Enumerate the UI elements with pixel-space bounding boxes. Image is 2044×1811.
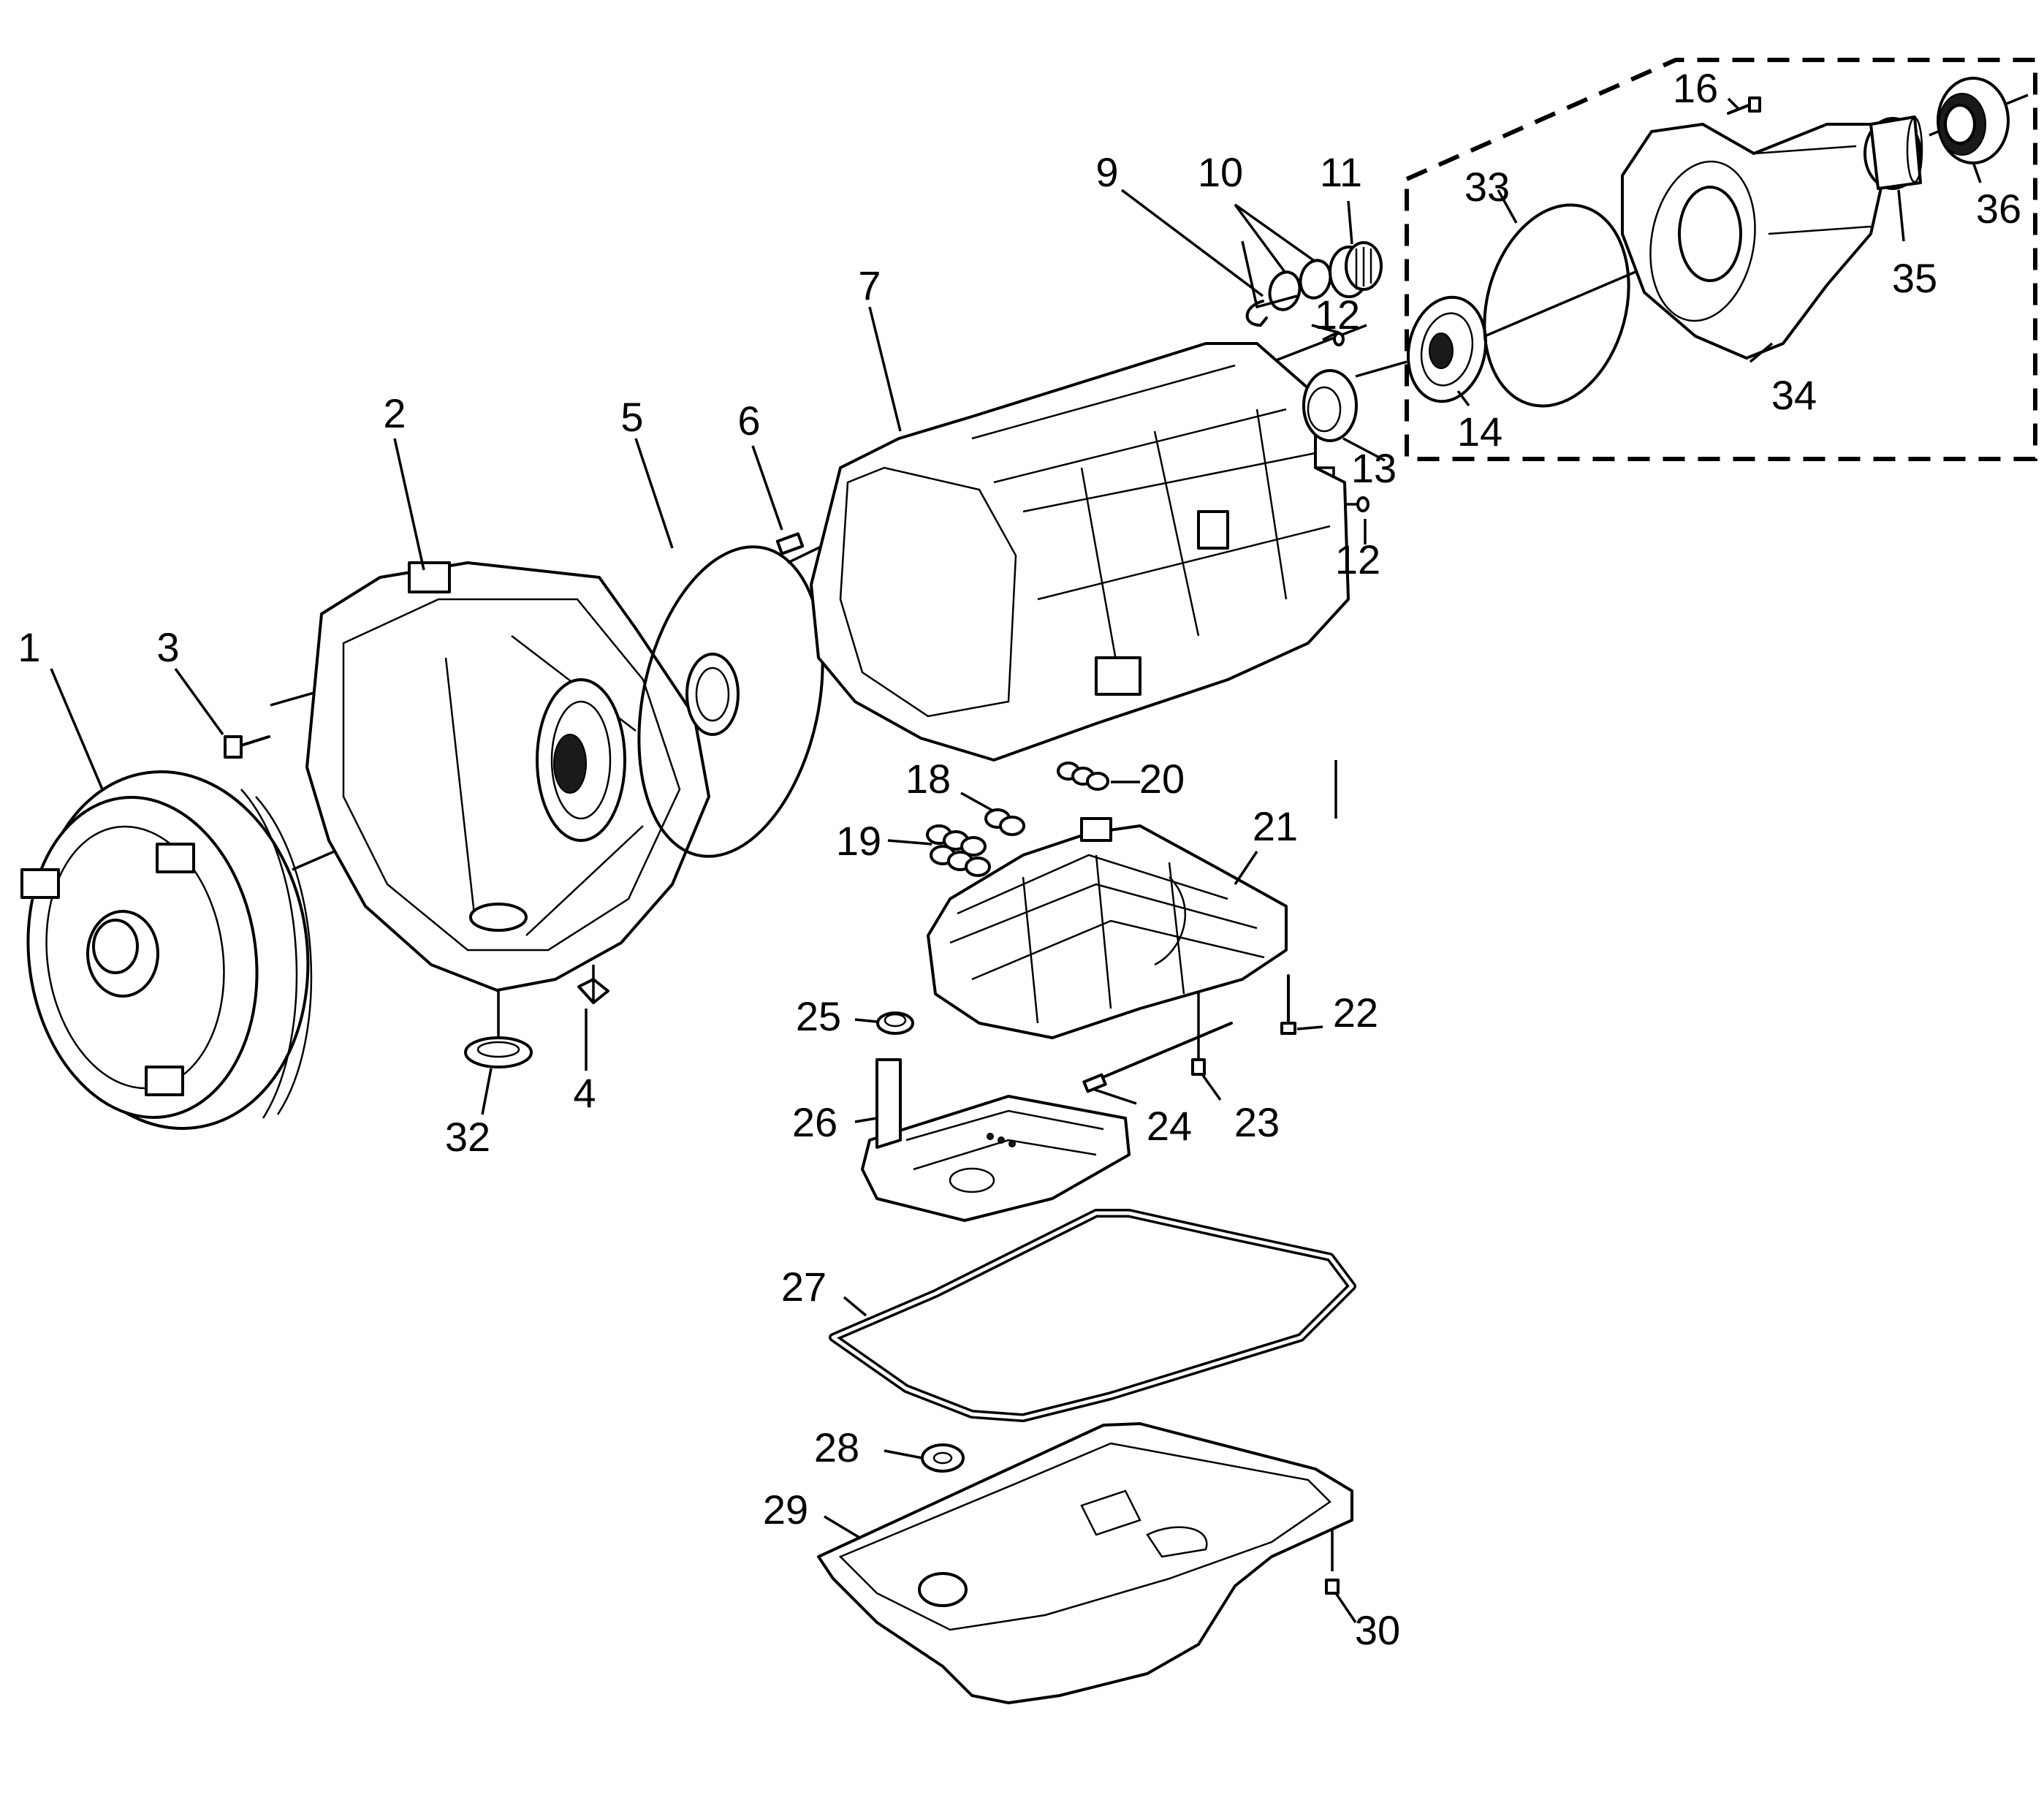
oil-filter bbox=[861, 1058, 1131, 1222]
callout-4: 4 bbox=[573, 1070, 596, 1116]
callout-30: 30 bbox=[1355, 1607, 1400, 1653]
callout-20: 20 bbox=[1139, 756, 1185, 802]
filter-seal bbox=[876, 1011, 914, 1035]
clip bbox=[577, 978, 609, 1004]
extension-housing bbox=[1621, 123, 1887, 360]
seal-group-19 bbox=[926, 824, 991, 877]
callout-36: 36 bbox=[1976, 186, 2021, 232]
housing-bolt bbox=[224, 735, 270, 759]
rear-seal bbox=[1937, 77, 2010, 164]
callout-labels: 1 2 3 4 5 6 7 9 10 11 12 12 13 14 16 18 … bbox=[18, 65, 2021, 1653]
pan-gasket bbox=[829, 1209, 1356, 1422]
plug-lower bbox=[1356, 496, 1369, 512]
callout-11: 11 bbox=[1320, 149, 1362, 195]
callout-6: 6 bbox=[737, 398, 760, 444]
seal-rings bbox=[1268, 259, 1332, 311]
callout-34: 34 bbox=[1771, 372, 1817, 418]
callout-16: 16 bbox=[1673, 65, 1718, 111]
housing-seal-ring bbox=[637, 545, 824, 858]
callout-27: 27 bbox=[781, 1264, 827, 1310]
oil-pan bbox=[817, 1422, 1353, 1704]
callout-19: 19 bbox=[836, 818, 881, 864]
leader-lines bbox=[50, 97, 1982, 1623]
callout-25: 25 bbox=[796, 993, 841, 1039]
callout-21: 21 bbox=[1253, 803, 1298, 849]
callout-7: 7 bbox=[858, 262, 881, 308]
callout-2: 2 bbox=[383, 390, 406, 436]
callout-33: 33 bbox=[1464, 164, 1510, 210]
snap-ring bbox=[1245, 300, 1268, 327]
seal-group-18 bbox=[984, 808, 1025, 836]
seal-group-20 bbox=[1057, 762, 1109, 791]
plug-upper bbox=[1333, 332, 1345, 346]
callout-9: 9 bbox=[1095, 149, 1118, 195]
callout-12-lower: 12 bbox=[1335, 536, 1380, 582]
transmission-case bbox=[810, 342, 1350, 762]
extension-bushing bbox=[1863, 115, 1923, 190]
callout-26: 26 bbox=[792, 1099, 837, 1145]
callout-5: 5 bbox=[620, 394, 643, 440]
valve-body bbox=[927, 817, 1288, 1039]
callout-24: 24 bbox=[1147, 1103, 1192, 1149]
output-sleeve bbox=[1329, 241, 1383, 298]
extension-bolt bbox=[1727, 96, 1761, 115]
extension-housing-group-box bbox=[1405, 58, 2037, 461]
callout-29: 29 bbox=[763, 1487, 808, 1533]
retainer-ring bbox=[464, 1036, 533, 1068]
bushing bbox=[1302, 369, 1358, 442]
callout-18: 18 bbox=[905, 756, 951, 802]
drain-washer bbox=[921, 1443, 965, 1473]
converter-housing bbox=[305, 561, 740, 992]
callout-13: 13 bbox=[1351, 445, 1397, 491]
dowel-pin bbox=[775, 532, 805, 555]
tube bbox=[1082, 1022, 1233, 1093]
callout-12-upper: 12 bbox=[1315, 292, 1360, 338]
callout-23: 23 bbox=[1234, 1099, 1280, 1145]
callout-1: 1 bbox=[18, 624, 40, 670]
callout-28: 28 bbox=[814, 1424, 859, 1470]
filter-bolt bbox=[1191, 1058, 1206, 1076]
callout-14: 14 bbox=[1457, 409, 1502, 455]
pan-bolt bbox=[1325, 1579, 1340, 1595]
callout-32: 32 bbox=[445, 1114, 490, 1160]
callout-10: 10 bbox=[1198, 149, 1243, 195]
valve-body-bolt bbox=[1280, 974, 1296, 1035]
callout-35: 35 bbox=[1892, 255, 1937, 301]
extension-o-ring bbox=[1483, 203, 1630, 408]
extension-seal bbox=[1406, 295, 1488, 403]
callout-22: 22 bbox=[1333, 990, 1378, 1036]
callout-3: 3 bbox=[156, 624, 179, 670]
torque-converter bbox=[20, 770, 313, 1130]
